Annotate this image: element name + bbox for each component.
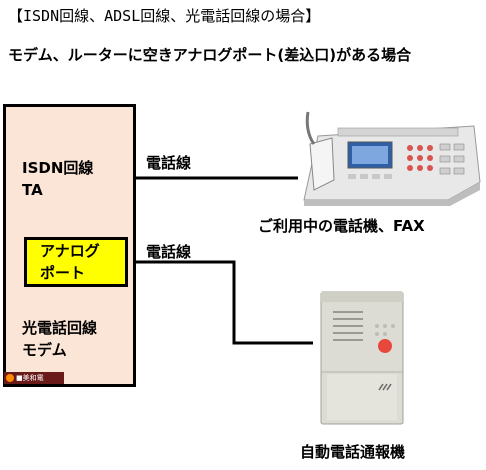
page-title: 【ISDN回線、ADSL回線、光電話回線の場合】 <box>8 7 321 25</box>
telephone-fax-image <box>298 104 484 206</box>
wire-to-alarm <box>128 260 313 345</box>
wire-label-alarm: 電話線 <box>146 243 192 261</box>
auto-alarm-device-image <box>313 290 410 428</box>
isdn-label-line1: ISDN回線 <box>22 159 94 177</box>
fax-caption: ご利用中の電話機、FAX <box>258 217 425 235</box>
logo-text: ■美和電 <box>16 374 44 382</box>
isdn-label-line2: TA <box>22 181 43 199</box>
analog-port-line1: アナログ <box>40 242 100 260</box>
logo-mark-icon <box>6 374 14 382</box>
wire-label-fax: 電話線 <box>146 154 192 172</box>
isdn-ta-label: ISDN回線 TA <box>22 157 93 201</box>
modem-label: 光電話回線 モデム <box>22 317 97 361</box>
company-logo: ■美和電 <box>4 372 64 384</box>
analog-port-box <box>24 237 128 287</box>
analog-port-line2: ポート <box>40 264 86 282</box>
page-subtitle: モデム、ルーターに空きアナログポート(差込口)がある場合 <box>8 46 412 64</box>
modem-label-line2: モデム <box>22 341 67 359</box>
alarm-caption: 自動電話通報機 <box>300 443 406 461</box>
modem-label-line1: 光電話回線 <box>22 319 98 337</box>
analog-port-label: アナログ ポート <box>40 240 100 284</box>
